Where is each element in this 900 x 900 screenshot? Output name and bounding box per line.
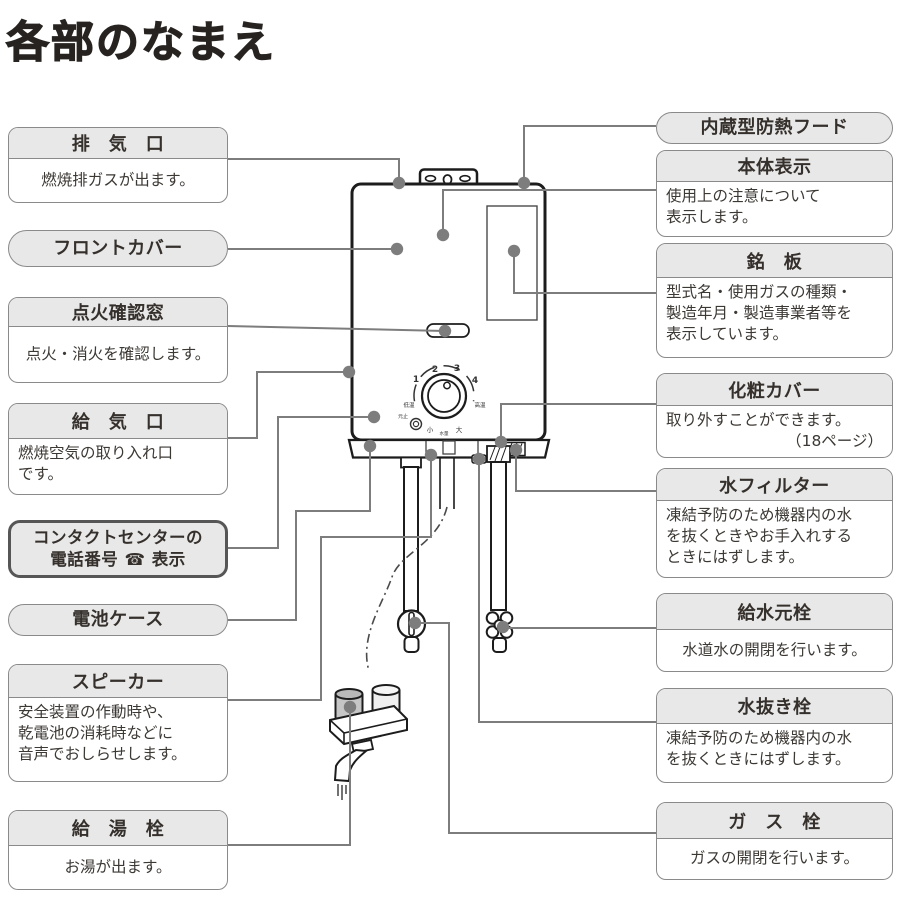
temperature-dial: 1 2 3 4 低温 高温 元止 小 水量 大 — [398, 364, 486, 437]
water-stream-lines — [337, 784, 347, 800]
connector-lines — [227, 125, 656, 846]
label-desc: ガスの開閉を行います。 — [690, 849, 859, 867]
label-desc: 凍結予防のため機器内の水 を抜くときにはずします。 — [666, 729, 853, 768]
label-contact-center-display: コンタクトセンターの 電話番号 ☎ 表示 — [8, 520, 228, 578]
label-desc: 凍結予防のため機器内の水 を抜くときやお手入れする ときにはずします。 — [666, 506, 853, 566]
callout-dots — [342, 176, 531, 714]
label-title: 化粧カバー — [657, 374, 892, 406]
label-title: スピーカー — [9, 665, 227, 698]
label-battery-case: 電池ケース — [8, 604, 228, 636]
label-water-supply-valve: 給水元栓 水道水の開閉を行います。 — [656, 593, 893, 672]
line-speaker — [228, 455, 432, 701]
label-title: ガ ス 栓 — [657, 803, 892, 839]
dial-number-3: 3 — [454, 364, 460, 374]
label-desc: 安全装置の作動時や、 乾電池の消耗時などに 音声でおしらせします。 — [18, 703, 187, 763]
label-title: 排 気 口 — [9, 128, 227, 159]
water-pipe — [485, 445, 514, 653]
label-title: 給 湯 栓 — [9, 811, 227, 846]
label-desc: 点火・消火を確認します。 — [25, 344, 211, 363]
dial-low-label: 低温 — [403, 401, 415, 409]
page-title: 各部のなまえ — [5, 17, 276, 68]
dial-button-label: 元止 — [398, 413, 408, 420]
line-contact-center — [228, 416, 374, 549]
label-title: 銘 板 — [657, 244, 892, 278]
line-drain-plug — [478, 459, 656, 723]
label-gas-valve: ガ ス 栓 ガスの開閉を行います。 — [656, 802, 893, 880]
label-pilot-window: 点火確認窓 点火・消火を確認します。 — [8, 297, 228, 383]
hot-water-outlet-lines — [439, 458, 455, 509]
hot-water-dashed-route — [365, 506, 448, 672]
label-heat-hood: 内蔵型防熱フード — [656, 112, 893, 144]
label-title-line2: 電話番号 ☎ 表示 — [50, 550, 186, 569]
label-hot-water-tap: 給 湯 栓 お湯が出ます。 — [8, 810, 228, 890]
dial-number-1: 1 — [413, 375, 419, 385]
line-exhaust-port — [228, 158, 400, 183]
label-exhaust-port: 排 気 口 燃焼排ガスが出ます。 — [8, 127, 228, 203]
line-water-filter — [515, 450, 656, 492]
label-title: 内蔵型防熱フード — [700, 117, 849, 139]
line-gas-valve — [415, 622, 656, 834]
label-speaker: スピーカー 安全装置の作動時や、 乾電池の消耗時などに 音声でおしらせします。 — [8, 664, 228, 782]
label-desc: 取り外すことができます。 （18ページ） — [666, 411, 883, 450]
label-decorative-cover: 化粧カバー 取り外すことができます。 （18ページ） — [656, 373, 893, 458]
label-title: 給 気 口 — [9, 404, 227, 439]
dial-number-2: 2 — [432, 365, 438, 375]
flow-max-label: 大 — [456, 425, 463, 434]
label-drain-plug: 水抜き栓 凍結予防のため機器内の水 を抜くときにはずします。 — [656, 688, 893, 783]
label-desc: お湯が出ます。 — [64, 857, 172, 876]
hot-water-faucet — [329, 684, 408, 800]
label-nameplate: 銘 板 型式名・使用ガスの種類・ 製造年月・製造事業者等を 表示しています。 — [656, 243, 893, 358]
line-nameplate — [513, 251, 656, 294]
line-heat-hood — [523, 125, 656, 183]
label-desc: 型式名・使用ガスの種類・ 製造年月・製造事業者等を 表示しています。 — [666, 283, 853, 343]
label-water-filter: 水フィルター 凍結予防のため機器内の水 を抜くときやお手入れする ときにはずしま… — [656, 468, 893, 578]
line-decorative-cover — [500, 403, 656, 442]
line-pilot-window — [227, 325, 446, 332]
label-title: 本体表示 — [657, 151, 892, 182]
label-title: 電池ケース — [72, 609, 164, 631]
label-title: 点火確認窓 — [9, 298, 227, 327]
dial-high-label: 高温 — [474, 401, 486, 409]
flow-label: 水量 — [440, 430, 449, 437]
label-title-line1: コンタクトセンターの — [33, 527, 203, 547]
line-battery-case — [228, 446, 371, 621]
label-title: 水フィルター — [657, 469, 892, 501]
line-body-display — [442, 189, 656, 235]
nameplate-rect — [486, 205, 538, 321]
label-body-display: 本体表示 使用上の注意について 表示します。 — [656, 150, 893, 237]
label-title: フロントカバー — [53, 237, 183, 259]
label-front-cover: フロントカバー — [8, 230, 228, 267]
flow-min-label: 小 — [427, 425, 434, 434]
label-desc: 燃焼空気の取り入れ口 です。 — [18, 444, 174, 483]
label-title: 水抜き栓 — [657, 689, 892, 724]
label-desc: 燃焼排ガスが出ます。 — [41, 170, 195, 189]
dial-number-4: 4 — [472, 376, 478, 386]
label-desc: 水道水の開閉を行います。 — [682, 640, 867, 659]
label-air-inlet: 給 気 口 燃焼空気の取り入れ口 です。 — [8, 403, 228, 495]
line-hot-water-tap — [228, 707, 351, 846]
label-desc: 使用上の注意について 表示します。 — [666, 187, 821, 226]
label-title: 給水元栓 — [657, 594, 892, 630]
line-air-inlet — [228, 371, 349, 439]
gas-pipe — [396, 456, 427, 653]
